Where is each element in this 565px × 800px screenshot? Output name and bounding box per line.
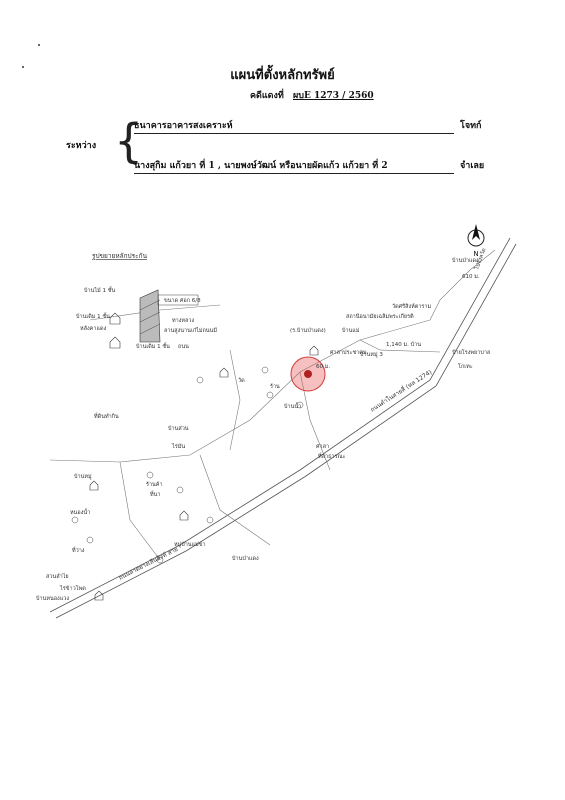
main-highway [49, 237, 517, 619]
document-title: แผนที่ตั้งหลักทรัพย์ [230, 68, 335, 83]
secondary-roads [49, 249, 496, 561]
scan-speck [22, 66, 24, 68]
label-right-a: ป้ายโรงพยาบาล [452, 348, 490, 356]
house-icons [89, 312, 319, 601]
label-lower-j: หมู่บ้านแม่ข่า [174, 541, 206, 548]
label-lower-g: ร้านค้า [146, 481, 163, 488]
label-top-right: บ้านป่าแดง [452, 257, 479, 264]
inset-plot [139, 289, 199, 343]
label-distance-center: 60 ม. [316, 364, 330, 370]
label-inset-area: ขนาด ศอก 6/8 [164, 297, 201, 304]
case-number-line: คดีแดงที่ ผบE 1273 / 2560 [250, 88, 374, 102]
map-labels: รูปขยายหลักประกัน บ้านป่าแดง 610 ม. ไปจั… [36, 247, 490, 602]
label-school-area: สถานีอนามัยเฉลิมพระเกียรติ [346, 313, 414, 320]
label-left-top-b: บ้านเดิม 1 ชั้น [76, 312, 110, 320]
north-arrow-icon: N [467, 224, 485, 258]
label-village-sign: บ้านหมู่ 3 [360, 351, 383, 358]
label-village-office: บ้านแม่ [342, 327, 360, 334]
label-inset-d: ถนน [178, 344, 189, 350]
defendants-role: จำเลย [460, 161, 485, 171]
label-lower-e: ไร่มัน [171, 443, 185, 450]
property-location-marker [290, 356, 326, 392]
label-left-top-c: หลังคาแดง [80, 325, 107, 332]
label-temple-area: วัดศรีสิงห์ตาราม [392, 303, 431, 310]
highway-label: ถนนดำในสายสี่ (ทล 1274) [369, 368, 434, 414]
tree-icons [71, 366, 304, 564]
plaintiff-name: ธนาคารอาคารสงเคราะห์ [134, 118, 454, 134]
label-lower-f: บ้านหมู่ [74, 473, 92, 480]
north-label: N [473, 250, 478, 258]
defendants-names: นางสุกิม แก้วยา ที่ 1 , นายพงษ์วัฒน์ หรื… [134, 158, 454, 174]
label-inset-a: ทางหลวง [172, 318, 194, 324]
label-office: ศาลาประชาคม [330, 349, 367, 356]
brace-icon: { [114, 114, 144, 168]
label-inset-b: ลานสูงนานเก๋ไม่ถนนมี [164, 327, 217, 334]
label-inset-c: บ้านเดิม 1 ชั้น [136, 342, 170, 350]
label-distance-mid: 1,140 ม. บ้าน [386, 341, 421, 348]
label-lower-b: ที่สาธารณะ [318, 452, 346, 460]
highway-label-2: ถนนลาดยางเส้นสิงห์ สาย [117, 545, 179, 582]
label-school-sub: (ร.บ้านป่าแดง) [290, 327, 326, 334]
inset-title: รูปขยายหลักประกัน [92, 252, 148, 260]
label-bottom-a: สวนลำไย [46, 573, 69, 580]
label-lower-c: ที่ดินทำกิน [94, 412, 119, 420]
label-lower-a: ศาลา [316, 443, 329, 450]
label-distance-top: 610 ม. [462, 274, 480, 280]
label-cluster-b: บ้านน้ำ [284, 402, 301, 410]
label-temple: วัด [238, 377, 245, 384]
label-cluster-a: ร้าน [270, 383, 280, 390]
between-label: ระหว่าง [66, 141, 97, 151]
label-lower-d: บ้านส่วน [168, 425, 189, 432]
plaintiff-role: โจทก์ [460, 121, 482, 131]
label-lower-k: ที่ว่าง [72, 546, 85, 554]
case-number: ผบE 1273 / 2560 [292, 91, 374, 101]
label-left-top-a: บ้านไม้ 1 ชั้น [84, 286, 115, 294]
label-lower-i: หนองน้ำ [70, 508, 90, 516]
label-lower-h: ที่นา [150, 490, 161, 498]
label-bottom-b: ไร่ข้าวโพด [59, 584, 86, 592]
label-right-b: โกเทะ [458, 362, 473, 370]
label-lower-l: บ้านป่าแดง [232, 555, 259, 562]
label-bottom-c: บ้านหนองแวง [36, 595, 69, 602]
scan-speck [38, 44, 40, 46]
case-label: คดีแดงที่ [250, 91, 284, 101]
